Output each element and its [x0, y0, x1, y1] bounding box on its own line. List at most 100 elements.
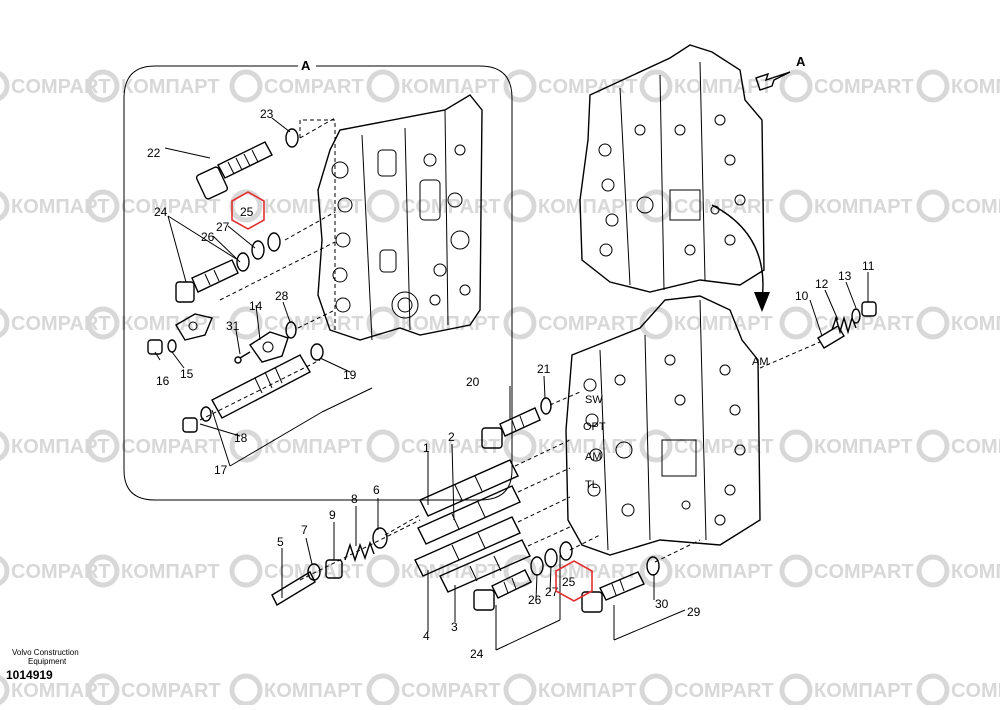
- watermark-logo-icon: [779, 69, 813, 103]
- watermark-logo-icon: [366, 673, 400, 707]
- watermark-logo-icon: [916, 429, 950, 463]
- watermark-text: КОМПАРТ: [538, 436, 637, 458]
- part-18-plug: [182, 417, 198, 433]
- watermark-logo-icon: [639, 69, 673, 103]
- port-tl-label: TL: [585, 479, 598, 491]
- watermark-logo-icon: [639, 673, 673, 707]
- watermark-layer: COMPART КОМПАРТ COMPART КОМПАРТ COMPART КОМПА…: [0, 69, 1000, 707]
- watermark-text: COMPART: [951, 196, 1000, 218]
- detail-parts: [147, 117, 336, 433]
- rotation-arrow: [711, 204, 764, 301]
- callout-24-main: 24: [470, 647, 484, 661]
- watermark-text: COMPART: [538, 313, 638, 335]
- part-6-cap: [372, 527, 388, 549]
- port-sw-label: SW: [585, 394, 603, 406]
- part-24-relief-valve-detail: [175, 259, 239, 303]
- callout-31: 31: [226, 319, 240, 333]
- port-opt-label: OPT: [583, 421, 606, 433]
- watermark-logo-icon: [366, 189, 400, 223]
- callout-labels: 22 23 24 26 27 25 14 28 31 16 15 19 18 1…: [147, 107, 875, 661]
- callout-8: 8: [351, 492, 358, 506]
- watermark-logo-icon: [86, 189, 120, 223]
- watermark-logo-icon: [503, 554, 537, 588]
- callout-13: 13: [838, 269, 852, 283]
- part-21-o-ring: [540, 397, 552, 415]
- part-1-spool: [419, 459, 519, 517]
- manufacturer-label: Volvo Construction Equipment: [6, 648, 79, 666]
- callout-26: 26: [201, 230, 215, 244]
- watermark-text: COMPART: [121, 196, 221, 218]
- detail-valve-body: [317, 94, 483, 341]
- callout-3: 3: [451, 620, 458, 634]
- watermark-text: COMPART: [674, 196, 774, 218]
- watermark-text: КОМПАРТ: [814, 680, 913, 702]
- watermark-logo-icon: [0, 556, 10, 586]
- part-7-washer: [307, 563, 321, 581]
- callout-6: 6: [373, 483, 380, 497]
- watermark-logo-icon: [0, 308, 10, 338]
- watermark-logo-icon: [86, 673, 120, 707]
- watermark-logo-icon: [229, 69, 263, 103]
- watermark-logo-icon: [639, 554, 673, 588]
- callout-18: 18: [234, 431, 248, 445]
- callout-5: 5: [277, 535, 284, 549]
- watermark-logo-icon: [366, 306, 400, 340]
- callout-29: 29: [687, 605, 701, 619]
- manufacturer-line-2: Equipment: [28, 657, 67, 666]
- watermark-text: КОМПАРТ: [814, 436, 913, 458]
- watermark-text: COMPART: [951, 436, 1000, 458]
- watermark-logo-icon: [229, 306, 263, 340]
- main-valve-upper-view: [579, 44, 765, 293]
- watermark-text: COMPART: [401, 436, 501, 458]
- watermark-logo-icon: [916, 673, 950, 707]
- watermark-logo-icon: [503, 189, 537, 223]
- watermark-text: COMPART: [538, 76, 638, 98]
- watermark-text: COMPART: [11, 561, 111, 583]
- watermark-text: КОМПАРТ: [401, 76, 500, 98]
- watermark-text: КОМПАРТ: [401, 313, 500, 335]
- part-27-o-ring-detail: [251, 240, 265, 260]
- rotation-arrow-head: [754, 292, 770, 312]
- watermark-logo-icon: [86, 306, 120, 340]
- part-5-pin: [271, 571, 316, 606]
- watermark-logo-icon: [86, 69, 120, 103]
- watermark-text: COMPART: [674, 680, 774, 702]
- part-16-plug: [147, 339, 163, 355]
- callout-7: 7: [301, 523, 308, 537]
- part-15-o-ring: [167, 339, 177, 353]
- part-2-spool: [417, 485, 521, 545]
- part-3-spool: [439, 539, 531, 593]
- callout-11: 11: [862, 259, 875, 273]
- part-24-relief-valve-main: [473, 569, 532, 611]
- part-number-label: 1014919: [6, 668, 53, 682]
- callout-15: 15: [180, 367, 194, 381]
- callout-27: 27: [216, 220, 230, 234]
- part-8-spring: [344, 540, 375, 563]
- detail-view-frame: A: [123, 56, 513, 501]
- watermark-logo-icon: [639, 189, 673, 223]
- highlight-hexagon-main: [555, 560, 593, 602]
- part-31-screw: [239, 351, 251, 359]
- watermark-text: COMPART: [11, 76, 111, 98]
- watermark-logo-icon: [503, 69, 537, 103]
- part-20-relief-valve: [481, 407, 541, 449]
- view-arrow-label: A: [796, 54, 806, 69]
- callout-14: 14: [249, 299, 263, 313]
- main-valve-lower-body: SW OPT AM TL AM: [565, 295, 769, 556]
- callout-10: 10: [795, 289, 809, 303]
- watermark-text: КОМПАРТ: [11, 680, 110, 702]
- watermark-logo-icon: [229, 429, 263, 463]
- watermark-text: КОМПАРТ: [674, 561, 773, 583]
- detail-view-label: A: [301, 58, 311, 73]
- callout-25-main: 25: [562, 575, 576, 589]
- watermark-text: КОМПАРТ: [264, 680, 363, 702]
- watermark-logo-icon: [916, 189, 950, 223]
- watermark-logo-icon: [0, 675, 10, 705]
- callout-21: 21: [537, 362, 551, 376]
- highlight-markers: [231, 191, 593, 602]
- part-13-o-ring: [851, 308, 861, 324]
- watermark-logo-icon: [229, 554, 263, 588]
- callout-25: 25: [240, 205, 254, 219]
- callout-4: 4: [423, 629, 430, 643]
